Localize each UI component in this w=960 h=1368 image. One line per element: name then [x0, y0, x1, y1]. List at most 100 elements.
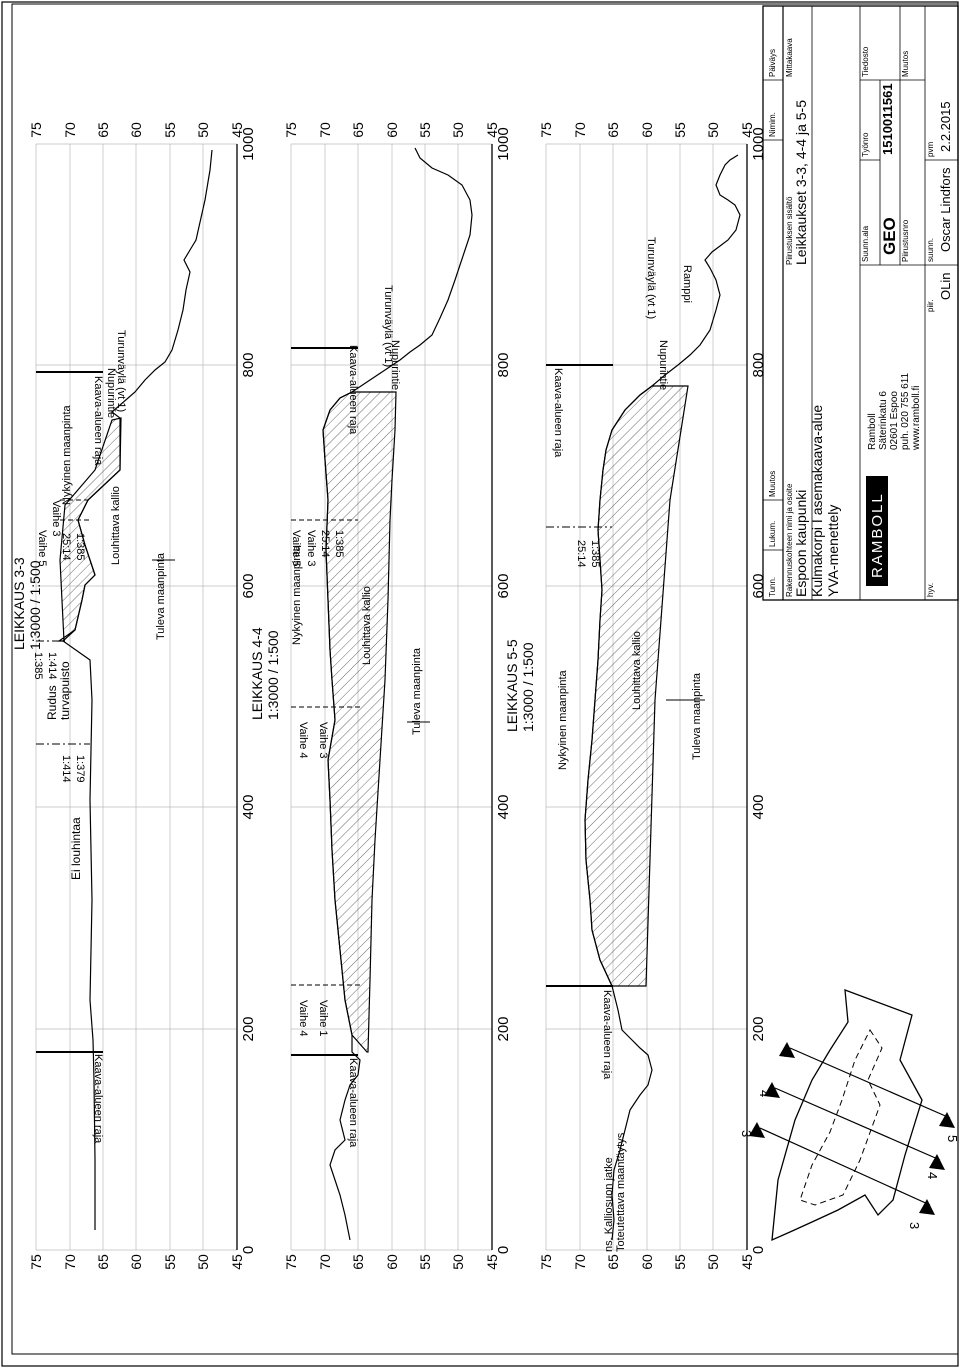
- section-5-5-x-ticks: 0 200 400 600 800 1000: [750, 127, 767, 1254]
- drawing-content: Leikkaukset 3-3, 4-4 ja 5-5: [793, 100, 809, 265]
- rev-header: Tunn.: [768, 577, 777, 597]
- x-tick: 600: [495, 573, 512, 598]
- vaihe-label: Vaihe 5: [290, 530, 302, 567]
- x-tick: 400: [495, 794, 512, 819]
- field-label: Rakennuskohteen nimi ja osoite: [785, 483, 794, 597]
- y-tick: 50: [705, 122, 721, 138]
- y-tick: 75: [283, 1254, 299, 1270]
- y-tick: 60: [384, 1254, 400, 1270]
- project-line3: YVA-menettely: [825, 505, 841, 597]
- ratio-label: 1:414: [46, 652, 58, 680]
- field-label: Muutos: [901, 51, 910, 77]
- y-tick: 45: [229, 1254, 245, 1270]
- project-line1: Espoon kaupunki: [793, 490, 809, 597]
- inner-border: [11, 3, 959, 1355]
- key-marker-label: 4: [757, 1090, 772, 1097]
- section-title: LEIKKAUS 3-3: [11, 557, 27, 650]
- section-title: LEIKKAUS 4-4: [249, 627, 265, 720]
- tuleva-label: Tuleva maanpinta: [155, 552, 167, 640]
- y-tick: 65: [350, 1254, 366, 1270]
- turvapuisto-label: turvapuisto: [58, 661, 72, 720]
- section-4-4-y-ticks: 75 70 65 60 55 50 45 75 70 65 60 55 50 4…: [283, 122, 500, 1270]
- field-label: Tiedosto: [861, 46, 870, 77]
- company-name: Ramboll: [867, 413, 878, 450]
- title-block-frame: [762, 5, 959, 601]
- ramboll-logo-text: RAMBOLL: [869, 492, 886, 578]
- marker-triangle-icon: [749, 1122, 765, 1138]
- y-tick: 70: [317, 122, 333, 138]
- x-tick: 800: [240, 352, 257, 377]
- y-tick: 70: [572, 1254, 588, 1270]
- ratio-label: 1:379: [74, 755, 86, 783]
- tuleva-label: Tuleva maanpinta: [691, 672, 703, 760]
- kaava-label: Kaava-alueen raja: [92, 376, 104, 466]
- key-map-cut-5: [789, 1047, 951, 1119]
- y-tick: 65: [95, 1254, 111, 1270]
- nupurintie-label: Nupurintie: [389, 340, 401, 390]
- section-4-4-markers: [291, 347, 430, 1056]
- x-tick: 1000: [750, 127, 767, 160]
- y-tick: 55: [162, 122, 178, 138]
- y-tick: 75: [283, 122, 299, 138]
- y-tick: 45: [484, 1254, 500, 1270]
- y-tick: 75: [538, 1254, 554, 1270]
- y-tick: 55: [672, 1254, 688, 1270]
- title-block: Tunn. Lukum. Muutos Nimim. Päiväys Raken…: [762, 5, 959, 601]
- field-label: Mittakaava: [785, 38, 794, 77]
- y-tick: 70: [62, 1254, 78, 1270]
- y-tick: 55: [162, 1254, 178, 1270]
- kaava-label: Kaava-alueen raja: [347, 1058, 359, 1148]
- section-3-3-ground-line: [62, 149, 213, 1230]
- title-block-headers: Tunn. Lukum. Muutos Nimim. Päiväys Raken…: [768, 38, 935, 597]
- turunvayla-label: Turunväylä (vt 1): [645, 237, 657, 319]
- x-tick: 600: [240, 573, 257, 598]
- company-address: Ramboll Säterinkatu 6 02601 Espoo puh. 0…: [867, 372, 922, 451]
- y-tick: 60: [128, 122, 144, 138]
- vaihe-label: Vaihe 1: [317, 1000, 329, 1037]
- key-map: 3 3 4 4 5 5: [739, 989, 960, 1242]
- y-tick: 50: [450, 122, 466, 138]
- marker-triangle-icon: [779, 1042, 795, 1058]
- y-tick: 45: [484, 122, 500, 138]
- nupurintie-label: Nupurintie: [105, 368, 117, 418]
- x-tick: 800: [495, 352, 512, 377]
- kaava-label: Kaava-alueen raja: [92, 1054, 104, 1144]
- ratio-label: 25:14: [575, 540, 587, 568]
- field-label: Piirustusnro: [901, 219, 910, 262]
- x-tick: 1000: [495, 127, 512, 160]
- y-tick: 45: [229, 122, 245, 138]
- marker-triangle-icon: [939, 1112, 955, 1128]
- drawn-by: OLin: [938, 273, 953, 300]
- y-tick: 70: [62, 122, 78, 138]
- y-tick: 70: [317, 1254, 333, 1270]
- y-tick: 45: [739, 122, 755, 138]
- ramppi-label: Ramppi: [681, 265, 693, 303]
- rudus-label: Rudus: [45, 685, 59, 720]
- ns-label: ns. Kalliosuon jatke: [603, 1157, 615, 1252]
- nykyinen-label: Nykyinen maanpinta: [61, 404, 73, 505]
- section-5-5: 75 70 65 60 55 50 45 75 70 65 60 55 50 4…: [504, 122, 767, 1270]
- field-label: piir.: [926, 300, 935, 312]
- y-tick: 60: [128, 1254, 144, 1270]
- nykyinen-label: Nykyinen maanpinta: [557, 669, 569, 770]
- y-tick: 75: [28, 1254, 44, 1270]
- key-marker-label: 5: [779, 1050, 794, 1057]
- nykyinen-label: Nykyinen maanpinta: [291, 544, 303, 645]
- y-tick: 60: [384, 122, 400, 138]
- designed-by: Oscar Lindfors: [938, 167, 953, 252]
- rev-header: Päiväys: [768, 49, 777, 77]
- y-tick: 75: [28, 122, 44, 138]
- section-scale: 1:3000 / 1:500: [520, 642, 536, 732]
- y-tick: 65: [605, 1254, 621, 1270]
- field-label: suunn.: [926, 238, 935, 262]
- kaava-label: Kaava-alueen raja: [552, 368, 564, 458]
- x-tick: 0: [750, 1246, 767, 1254]
- vaihe-label: Vaihe 4: [297, 722, 309, 759]
- kaava-label: Kaava-alueen raja: [347, 345, 359, 435]
- website: www.ramboll.fi: [911, 386, 922, 451]
- y-tick: 65: [95, 122, 111, 138]
- louhittava-label: Louhittava kallio: [361, 586, 373, 665]
- y-tick: 60: [639, 122, 655, 138]
- section-4-4-ground-line: [322, 147, 473, 1241]
- y-tick: 65: [350, 122, 366, 138]
